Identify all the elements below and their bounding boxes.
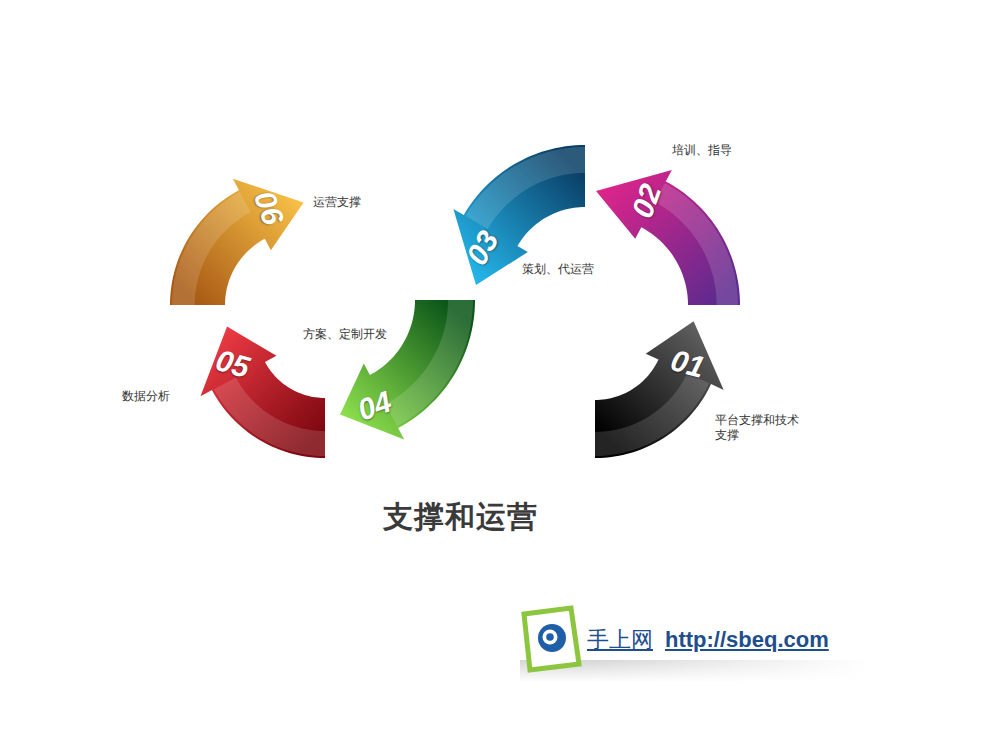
step-number-holder: 01	[671, 349, 704, 379]
curved-arrow	[336, 296, 479, 444]
curved-arrow	[592, 165, 744, 309]
arrow-sheen	[214, 377, 325, 456]
step-label-holder: 策划、代运营	[522, 262, 594, 277]
logo-icon	[516, 604, 590, 674]
step-label: 数据分析	[122, 389, 170, 404]
step-number: 05	[213, 345, 253, 383]
curved-arrow	[591, 317, 728, 462]
step-number: 01	[668, 345, 708, 383]
curved-arrow	[166, 174, 308, 309]
step-label: 平台支撑和技术 支撑	[715, 413, 806, 443]
step-number-holder: 02	[630, 186, 663, 216]
step-label-holder: 平台支撑和技术 支撑	[715, 413, 806, 443]
arrow-sheen	[172, 192, 251, 305]
step-label-holder: 数据分析	[122, 389, 170, 404]
step-label-holder: 方案、定制开发	[303, 327, 387, 342]
step-number: 06	[249, 187, 289, 229]
arrow-step: 01平台支撑和技术 支撑	[591, 317, 728, 462]
watermark-text: 手上网	[587, 627, 653, 653]
step-number-holder: 05	[216, 349, 249, 379]
step-label: 策划、代运营	[522, 262, 594, 277]
logo-frame	[524, 608, 579, 670]
curved-arrow	[196, 322, 329, 462]
arrow-body	[201, 327, 325, 458]
arrow-step: 04方案、定制开发	[336, 296, 479, 444]
step-number: 02	[627, 180, 667, 222]
arrow-step: 03策划、代运营	[449, 141, 589, 289]
step-label: 培训、指导	[672, 143, 732, 158]
arrow-sheen	[595, 373, 709, 456]
step-number-holder: 06	[252, 193, 285, 223]
arrow-body	[595, 321, 724, 458]
arrow-body	[170, 179, 304, 305]
watermark-holder: http://sbeq.com	[665, 627, 829, 653]
step-label: 方案、定制开发	[303, 327, 387, 342]
arrow-sheen	[465, 147, 585, 229]
logo-pupil	[546, 633, 554, 641]
arrow-step: 06运营支撑	[166, 174, 308, 309]
step-label-holder: 培训、指导	[672, 143, 732, 158]
logo-eye	[538, 624, 566, 652]
arrow-step: 05数据分析	[196, 322, 329, 462]
title-holder: 支撑和运营	[383, 499, 538, 535]
step-label-holder: 运营支撑	[313, 195, 361, 210]
logo-eye-white	[543, 630, 558, 645]
arrow-body	[340, 300, 475, 440]
arrow-body	[596, 170, 740, 305]
arrow-sheen	[385, 300, 473, 426]
diagram-title: 支撑和运营	[383, 499, 538, 535]
watermark-holder: 手上网	[587, 627, 653, 653]
arrow-step: 02培训、指导	[592, 165, 744, 309]
step-number-holder: 04	[358, 391, 391, 421]
arrow-sheen	[655, 183, 738, 305]
watermark-text: http://sbeq.com	[665, 627, 829, 653]
step-number-holder: 03	[466, 233, 499, 263]
step-number: 04	[354, 386, 396, 426]
step-label: 运营支撑	[313, 195, 361, 210]
